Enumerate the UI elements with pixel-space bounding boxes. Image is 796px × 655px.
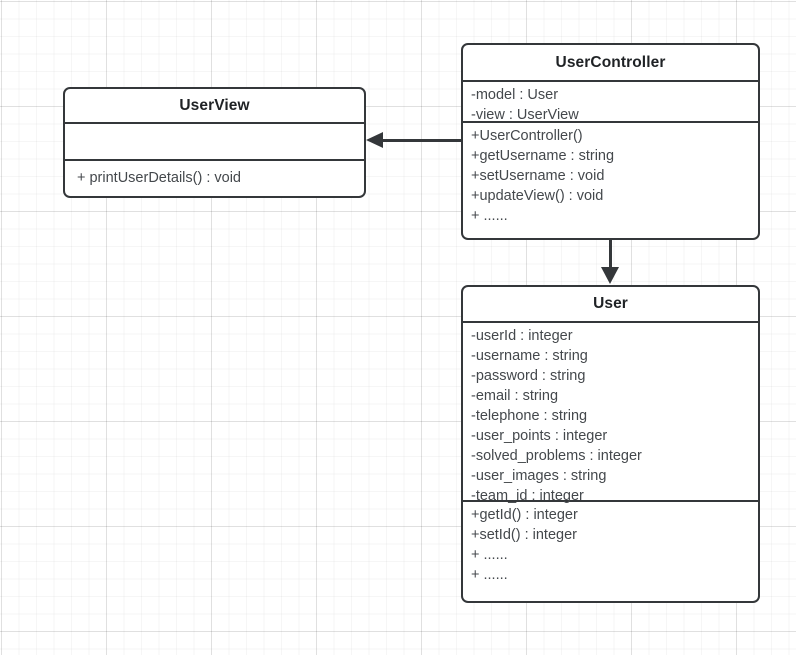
arrowhead-down-icon <box>601 267 619 284</box>
methods-compartment-usercontroller: +UserController() +getUsername : string … <box>463 121 758 237</box>
attributes-compartment-userview <box>65 122 364 159</box>
arrowhead-left-icon <box>366 132 383 148</box>
methods-compartment-userview: + printUserDetails() : void <box>65 159 364 194</box>
class-member-row: +setId() : integer <box>471 527 577 543</box>
methods-compartment-user: +getId() : integer +setId() : integer + … <box>463 500 758 601</box>
class-title-user: User <box>593 295 628 312</box>
class-member-row: + ...... <box>471 208 508 224</box>
class-member-row: -solved_problems : integer <box>471 448 642 464</box>
class-member-row: -password : string <box>471 368 586 384</box>
class-member-row: +UserController() <box>471 128 583 144</box>
class-member-row: -userId : integer <box>471 328 573 344</box>
class-box-user[interactable]: User -userId : integer -username : strin… <box>461 285 760 603</box>
class-member-row: -telephone : string <box>471 408 588 424</box>
class-title-userview: UserView <box>179 96 250 114</box>
class-member-row: +getId() : integer <box>471 507 578 523</box>
connector-line <box>609 240 612 268</box>
connector-line <box>383 139 461 142</box>
class-member-row: -model : User <box>471 87 559 103</box>
class-member-row: -team_id : integer <box>471 488 584 504</box>
class-member-row: +setUsername : void <box>471 168 605 184</box>
class-box-usercontroller[interactable]: UserController -model : User -view : Use… <box>461 43 760 240</box>
class-member-row: -username : string <box>471 348 588 364</box>
class-member-row: -view : UserView <box>471 107 579 123</box>
class-member-row: +updateView() : void <box>471 188 604 204</box>
class-member-row: -user_images : string <box>471 468 607 484</box>
attributes-compartment-usercontroller: -model : User -view : UserView <box>463 80 758 123</box>
class-member-row: -user_points : integer <box>471 428 608 444</box>
class-member-row: + ...... <box>471 567 508 583</box>
attributes-compartment-user: -userId : integer -username : string -pa… <box>463 321 758 504</box>
class-member-row: +getUsername : string <box>471 148 615 164</box>
class-title-usercontroller: UserController <box>555 53 666 71</box>
class-member-row: + ...... <box>471 547 508 563</box>
class-box-userview[interactable]: UserView + printUserDetails() : void <box>63 87 366 198</box>
class-member-row: -email : string <box>471 388 559 404</box>
class-member-row: + printUserDetails() : void <box>77 170 241 186</box>
